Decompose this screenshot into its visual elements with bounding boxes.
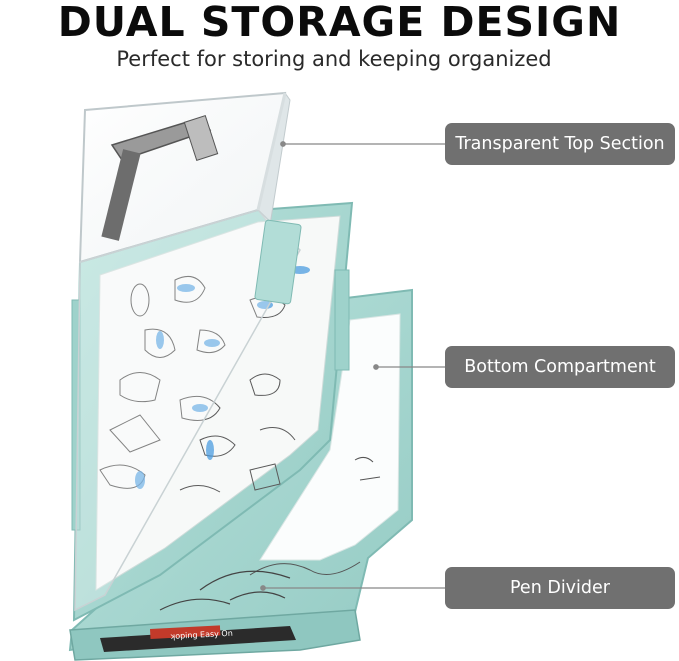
clip-icon <box>101 114 219 241</box>
callout-bottom-compartment: Bottom Compartment <box>445 346 675 388</box>
pen-brand-label: ʞoping Easy On <box>170 629 233 641</box>
callout-leader-lines <box>260 141 445 591</box>
callout-pen-divider: Pen Divider <box>445 567 675 609</box>
transparent-top-section <box>74 91 302 612</box>
top-tray <box>71 201 354 622</box>
page-subtitle: Perfect for storing and keeping organize… <box>116 47 552 71</box>
pen-divider: ʞoping Easy On <box>69 609 361 661</box>
page-title: DUAL STORAGE DESIGN <box>57 0 622 46</box>
callout-transparent-top-section: Transparent Top Section <box>445 123 675 165</box>
